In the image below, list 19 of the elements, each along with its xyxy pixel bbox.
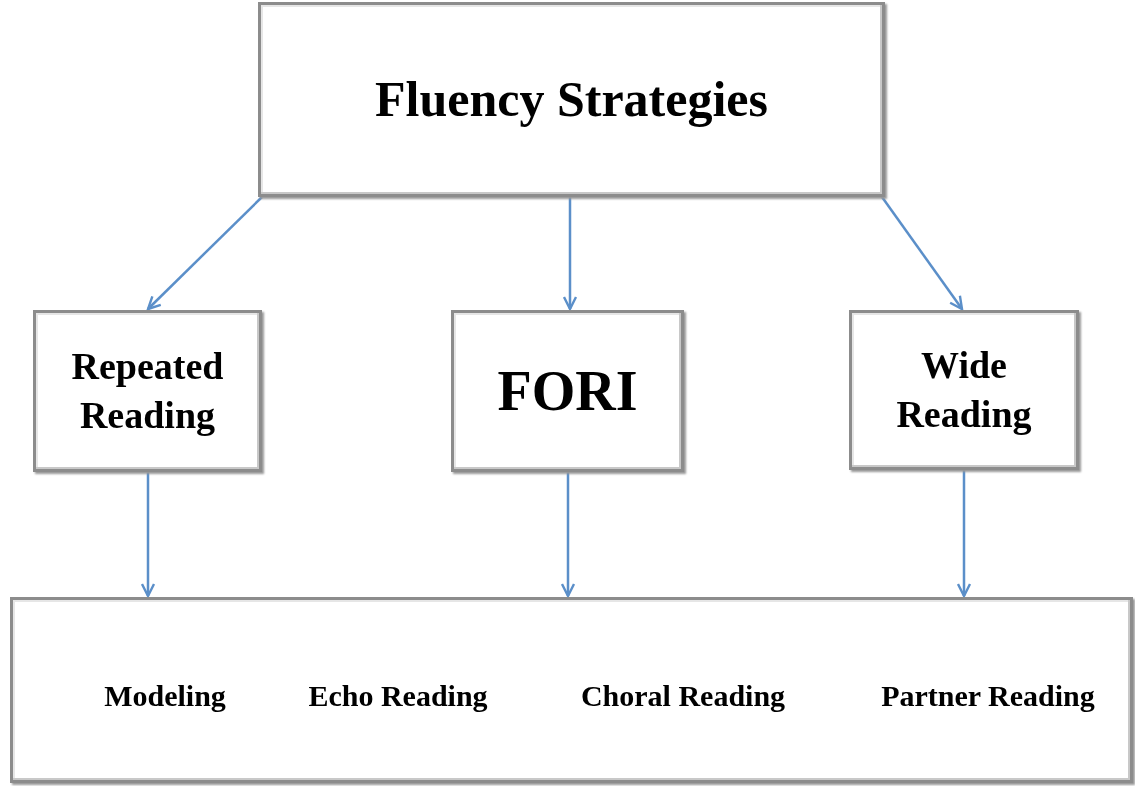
- strategy-box: [33, 310, 262, 472]
- arrow: [956, 470, 972, 598]
- strategy-label: Repeated Reading: [70, 343, 225, 438]
- arrow: [560, 472, 576, 598]
- strategy-label: Wide Reading: [895, 342, 1033, 437]
- activity-label: Partner Reading: [881, 678, 1095, 714]
- strategy-box: [451, 310, 684, 472]
- strategy-label: FORI: [497, 358, 638, 424]
- title-text: Fluency Strategies: [375, 70, 768, 129]
- arrow: [140, 472, 156, 598]
- arrow: [881, 196, 964, 311]
- strategy-box: [849, 310, 1079, 470]
- arrow: [146, 196, 263, 311]
- activity-label: Echo Reading: [308, 678, 488, 714]
- activity-label: Choral Reading: [580, 678, 786, 714]
- activity-label: Modeling: [104, 678, 226, 714]
- activities-box: [10, 597, 1133, 783]
- title-box: [258, 2, 885, 197]
- arrow: [562, 197, 578, 311]
